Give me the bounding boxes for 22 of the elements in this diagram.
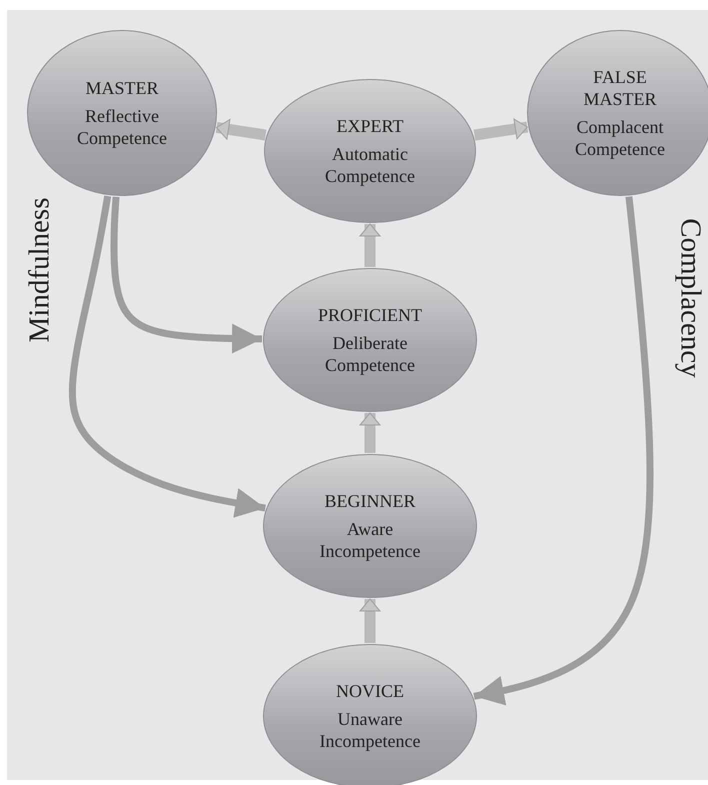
stage-description: Complacent Competence [574, 116, 666, 160]
arrow [360, 224, 380, 267]
arrow [360, 412, 380, 453]
stage-title: NOVICE [336, 680, 404, 702]
stage-description: Reflective Competence [76, 105, 168, 149]
stage-description: Automatic Competence [324, 143, 416, 187]
arrow [216, 118, 266, 140]
stage-description: Aware Incompetence [318, 518, 422, 562]
arrow [474, 118, 528, 141]
stage-description: Unaware Incompetence [318, 708, 422, 752]
arrow [110, 196, 262, 354]
stage-title: BEGINNER [324, 490, 416, 512]
stage-title: PROFICIENT [318, 304, 422, 326]
arrow [473, 196, 654, 706]
arrow [360, 598, 380, 643]
arrow [68, 195, 266, 518]
stage-description: Deliberate Competence [324, 332, 416, 376]
stage-title: FALSE MASTER [582, 66, 658, 110]
axis-label: Mindfulness [24, 198, 56, 342]
stage-title: EXPERT [336, 115, 404, 137]
stage-title: MASTER [85, 77, 158, 99]
axis-label: Complacency [674, 218, 706, 378]
